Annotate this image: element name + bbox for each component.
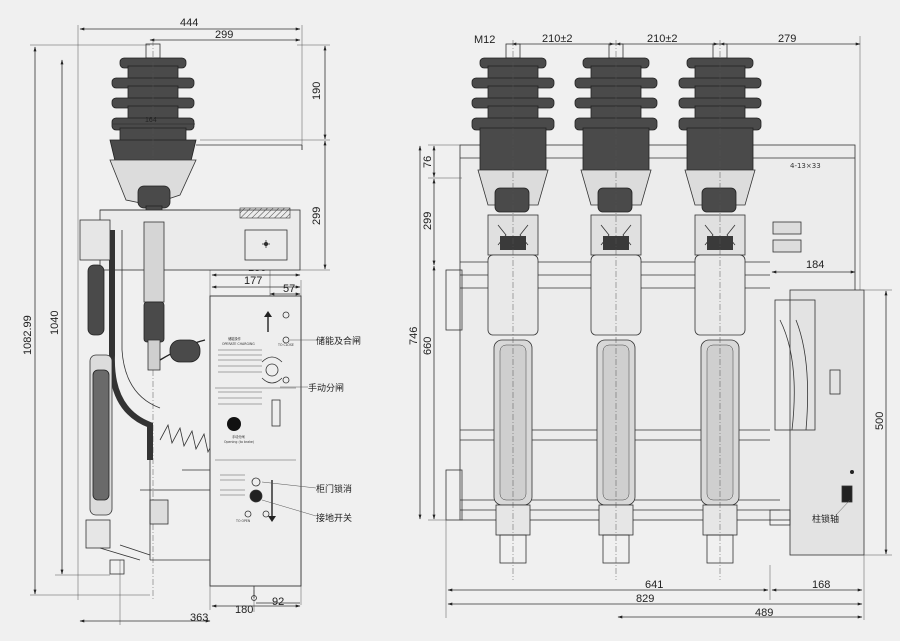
panel-label-5: TO CLOSE: [277, 343, 294, 347]
panel-label-3: 手动分闸: [232, 434, 245, 439]
dim-m12: M12: [474, 34, 495, 46]
pole-1: [471, 40, 555, 580]
dim-164: 164: [145, 117, 157, 124]
left-callouts: 储能及合闸 手动分闸 柜门锁消 接地开关: [261, 335, 361, 524]
left-post: [143, 221, 206, 371]
left-side-view: 444 299 190 299 1082.99 1040 180 177 57 …: [22, 17, 361, 625]
dim-299-right: 299: [311, 207, 323, 225]
pole-2: [574, 40, 658, 580]
holes-label: 4-13×33: [790, 162, 821, 170]
callout-lock-shaft: 柱锁轴: [812, 513, 839, 525]
dim-184: 184: [806, 259, 824, 271]
dim-76: 76: [422, 156, 434, 168]
dim-746: 746: [408, 327, 420, 345]
pole-3: [678, 40, 762, 580]
dim-210a: 210±2: [542, 33, 573, 45]
left-cylinders: [79, 219, 151, 575]
callout-door-lock: 柜门锁消: [316, 483, 352, 495]
right-bottom-dimensions: 641 168 829 489: [445, 520, 865, 620]
right-left-dimensions: 76 299 746 660: [408, 144, 462, 521]
dim-299-top: 299: [215, 29, 233, 41]
dim-829: 829: [636, 593, 654, 605]
callout-earth-switch: 接地开关: [316, 512, 352, 524]
left-insulator: 164: [109, 40, 197, 600]
left-hatched-duct: [108, 230, 161, 460]
dim-1082: 1082.99: [22, 315, 34, 355]
right-front-view: M12 210±2 210±2 279 137: [408, 33, 892, 620]
dim-92: 92: [272, 596, 284, 608]
right-right-dimensions: 184 500: [771, 259, 892, 556]
dim-177: 177: [244, 275, 262, 287]
dim-489: 489: [755, 607, 773, 619]
left-lower-bracket: [140, 460, 210, 561]
callout-charge-close: 储能及合闸: [316, 335, 361, 347]
right-mechanism: 柱锁轴 4-13×33: [769, 162, 865, 556]
dim-641: 641: [645, 579, 663, 591]
panel-label-6: TO OPEN: [235, 519, 251, 523]
panel-label-2: OPERATE CHARGING: [222, 342, 255, 346]
dim-279: 279: [778, 33, 796, 45]
left-dimensions: 444 299 190 299 1082.99 1040 180 177 57 …: [22, 17, 327, 624]
dim-444: 444: [180, 17, 198, 29]
dim-363: 363: [190, 612, 208, 624]
dim-190: 190: [311, 82, 323, 100]
panel-labels: 储能操作 OPERATE CHARGING 手动分闸 Opening (to b…: [218, 336, 294, 523]
left-front-panel: [209, 295, 302, 601]
dim-180-bot: 180: [235, 604, 253, 616]
dim-299-right-view: 299: [422, 212, 434, 230]
dim-210b: 210±2: [647, 33, 678, 45]
right-top-dimensions: M12 210±2 210±2 279 137: [474, 33, 861, 300]
dim-1040: 1040: [49, 311, 61, 335]
dim-168: 168: [812, 579, 830, 591]
panel-label-1: 储能操作: [228, 336, 242, 341]
dim-660: 660: [422, 337, 434, 355]
left-spring: [159, 423, 215, 454]
left-frame: [99, 207, 301, 271]
dim-57: 57: [283, 283, 295, 295]
dim-500: 500: [874, 412, 886, 430]
panel-label-4: Opening (to brake): [224, 440, 254, 444]
callout-manual-open: 手动分闸: [308, 382, 344, 394]
